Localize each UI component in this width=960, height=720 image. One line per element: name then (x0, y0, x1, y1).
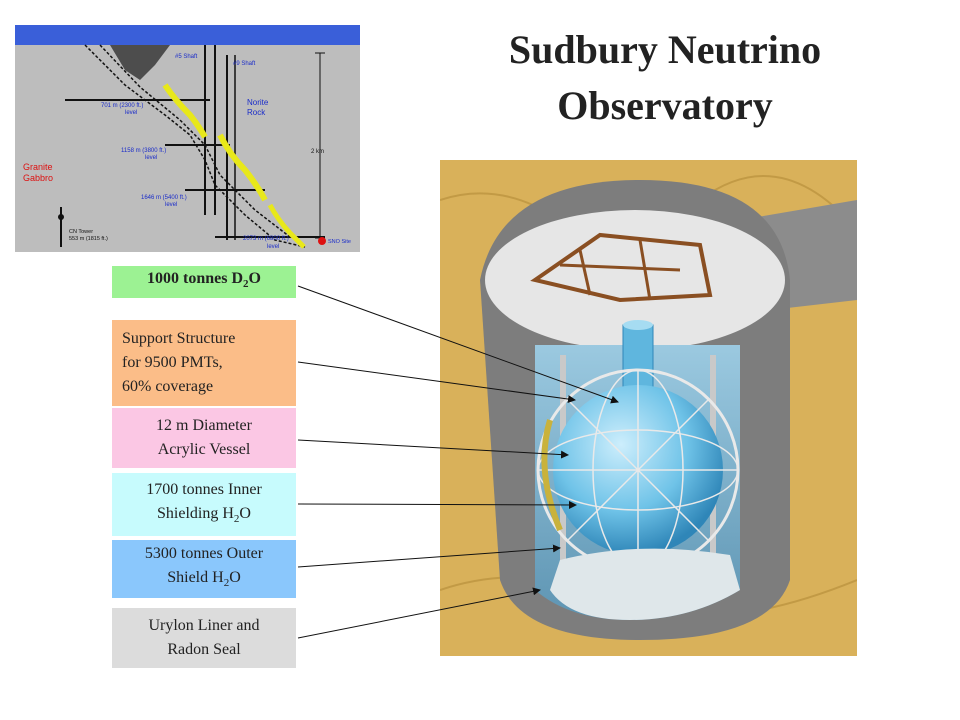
level-2-sub: level (145, 155, 157, 161)
level-1-sub: level (125, 110, 137, 116)
label-outer-sub: 2 (223, 577, 230, 590)
label-urylon-liner: Urylon Liner and Radon Seal (112, 608, 296, 668)
label-inner-line-1: 1700 tonnes Inner (146, 480, 262, 498)
label-support-line-1: Support Structure (122, 330, 236, 347)
level-3-label: 1646 m (5400 ft.) (141, 195, 187, 201)
label-acrylic-vessel: 12 m Diameter Acrylic Vessel (112, 408, 296, 468)
shaft-5-label: #5 Shaft (175, 54, 198, 60)
label-inner-sub: 2 (233, 513, 240, 526)
label-support-line-3: 60% coverage (122, 378, 214, 395)
label-support-structure: Support Structure for 9500 PMTs, 60% cov… (112, 320, 296, 406)
level-4-label: 2073 m (6800 ft.) (243, 236, 289, 242)
page-title: Sudbury Neutrino Observatory (440, 22, 890, 134)
label-vessel-line-2: Acrylic Vessel (157, 441, 251, 458)
title-line-1: Sudbury Neutrino (508, 27, 822, 72)
granite-label-1: Granite (23, 162, 53, 172)
label-inner-shielding: 1700 tonnes Inner Shielding H2O (112, 473, 296, 536)
label-vessel-line-1: 12 m Diameter (156, 417, 252, 434)
sno-site-label: SNO Site (328, 239, 351, 245)
title-line-2: Observatory (557, 83, 773, 128)
cn-tower-label-1: CN Tower (69, 229, 93, 235)
label-heavy-water-suffix: O (248, 270, 261, 288)
granite-label-2: Gabbro (23, 173, 53, 183)
label-inner-line-2: Shielding H (157, 504, 234, 522)
label-heavy-water: 1000 tonnes D2O (112, 266, 296, 298)
mine-cross-section: #5 Shaft #9 Shaft 701 m (2300 ft.) level… (15, 25, 360, 252)
depth-scale-label: 2 km (311, 149, 324, 155)
level-4-sub: level (267, 244, 279, 250)
label-liner-line-1: Urylon Liner and (148, 617, 260, 634)
label-liner-line-2: Radon Seal (167, 641, 241, 658)
detector-cutaway (440, 160, 857, 656)
cn-tower-label-2: 553 m (1815 ft.) (69, 236, 108, 242)
label-outer-line-2: Shield H (167, 569, 224, 587)
level-2-label: 1158 m (3800 ft.) (121, 148, 166, 154)
level-3-sub: level (165, 202, 177, 208)
label-heavy-water-text: 1000 tonnes D (147, 270, 244, 288)
level-1-label: 701 m (2300 ft.) (101, 103, 143, 109)
label-inner-suffix: O (239, 504, 251, 522)
norite-label-1: Norite (247, 98, 269, 107)
label-outer-line-1: 5300 tonnes Outer (144, 545, 264, 563)
label-support-line-2: for 9500 PMTs, (122, 354, 223, 371)
label-outer-shield: 5300 tonnes Outer Shield H2O (112, 540, 296, 598)
norite-label-2: Rock (247, 108, 266, 117)
shaft-9-label: #9 Shaft (233, 61, 256, 67)
label-heavy-water-sub: 2 (243, 278, 249, 291)
label-outer-suffix: O (229, 569, 241, 587)
